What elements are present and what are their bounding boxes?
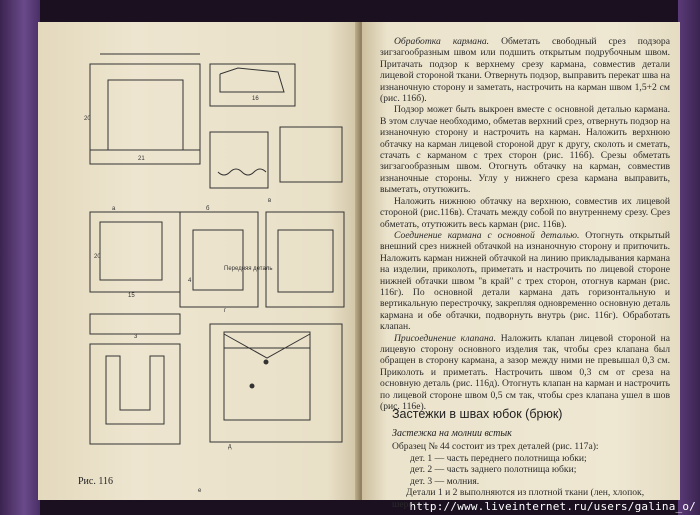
- diagram-c-right: [279, 126, 343, 183]
- bottom-background: [0, 500, 700, 515]
- svg-text:16: 16: [252, 96, 259, 102]
- svg-text:3: 3: [134, 334, 138, 340]
- svg-text:г: г: [224, 308, 227, 314]
- list-item: дет. 2 — часть заднего полотнища юбки;: [410, 464, 577, 476]
- body-text: Обработка кармана. Обметать свободный ср…: [380, 36, 670, 412]
- right-page: Обработка кармана. Обметать свободный ср…: [362, 22, 680, 510]
- svg-text:15: 15: [128, 293, 135, 299]
- left-page: 20 21 16 4 15 20 3 Передняя деталь а б в…: [38, 22, 360, 500]
- closing-line: Детали 1 и 2 выполняются из плотной ткан…: [392, 487, 645, 510]
- svg-text:е: е: [198, 488, 202, 494]
- item-list: Образец № 44 состоит из трех деталей (ри…: [392, 441, 672, 511]
- list-item: дет. 1 — часть переднего полотнища юбки;: [410, 452, 587, 464]
- subsection-title: Застежка на молнии встык: [392, 428, 512, 439]
- svg-text:Передняя деталь: Передняя деталь: [224, 266, 272, 272]
- sewing-diagram: 20 21 16 4 15 20 3 Передняя деталь а б в…: [84, 53, 345, 494]
- diagram-a-outer: [89, 63, 201, 165]
- paragraph-5: Присоединение клапана. Наложить клапан л…: [380, 332, 670, 412]
- diagram-pocket-1: [179, 211, 259, 308]
- diagram-e-frame: [89, 343, 181, 445]
- paragraph-4: Соединение кармана с основной деталью. О…: [380, 229, 670, 333]
- paragraph-1: Обработка кармана. Обметать свободный ср…: [380, 36, 670, 105]
- svg-text:20: 20: [94, 254, 101, 260]
- svg-text:в: в: [268, 198, 271, 204]
- svg-text:21: 21: [138, 156, 145, 162]
- diagram-a-inner: [107, 79, 184, 151]
- watermark-url: http://www.liveinternet.ru/users/galina_…: [409, 500, 696, 513]
- svg-text:б: б: [206, 206, 210, 212]
- diagram-f-frame: [209, 323, 343, 443]
- paragraph-2: Подзор может быть выкроен вместе с основ…: [380, 104, 670, 196]
- intro-line: Образец № 44 состоит из трех деталей (ри…: [392, 441, 599, 452]
- svg-text:4: 4: [188, 278, 192, 284]
- diagram-pocket-2: [265, 211, 345, 308]
- svg-text:20: 20: [84, 116, 91, 122]
- diagram-c-left: [209, 131, 269, 189]
- paragraph-3: Наложить нижнюю обтачку на верхнюю, совм…: [380, 195, 670, 230]
- list-item: дет. 3 — молния.: [410, 475, 480, 487]
- top-background: [0, 0, 700, 22]
- svg-text:д: д: [228, 444, 232, 450]
- svg-text:а: а: [112, 206, 116, 212]
- section-title: Застежки в швах юбок (брюк): [392, 407, 563, 421]
- diagram-b-top: [209, 63, 296, 107]
- diagram-e-strip: [89, 313, 181, 335]
- book-cover-right: [678, 0, 700, 515]
- book-cover-left: [0, 0, 40, 515]
- figure-caption: Рис. 116: [78, 476, 113, 487]
